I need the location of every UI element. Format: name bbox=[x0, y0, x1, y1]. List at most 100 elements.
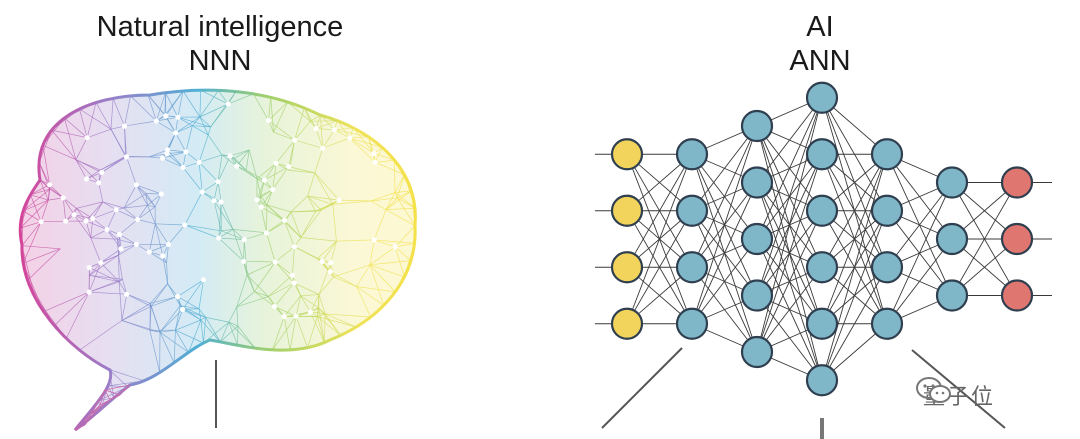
brain-edge bbox=[369, 264, 385, 306]
brain-edge bbox=[149, 303, 161, 333]
brain-node bbox=[121, 123, 128, 129]
brain-edge bbox=[73, 214, 92, 239]
brain-node bbox=[90, 216, 96, 222]
brain-edge bbox=[51, 129, 88, 139]
brain-node bbox=[286, 164, 292, 170]
brain-edge bbox=[49, 188, 64, 199]
brain-edge bbox=[49, 184, 64, 199]
brain-title: Natural intelligence NNN bbox=[30, 10, 410, 78]
brain-edge bbox=[245, 170, 258, 179]
brain-edge bbox=[185, 151, 200, 163]
brain-edge bbox=[307, 195, 333, 205]
brain-edge bbox=[106, 209, 117, 230]
brain-edge bbox=[177, 116, 193, 127]
ann-hidden-node bbox=[935, 222, 969, 256]
brain-edge bbox=[385, 197, 398, 210]
brain-edge bbox=[51, 129, 77, 160]
brain-edge bbox=[175, 117, 179, 133]
brain-edge bbox=[74, 214, 93, 219]
brain-edge bbox=[229, 149, 250, 157]
brain-edge bbox=[110, 129, 127, 158]
brain-node bbox=[104, 227, 110, 233]
brain-edge bbox=[272, 315, 297, 351]
ann-hidden-node bbox=[740, 335, 774, 369]
brain-edge bbox=[334, 129, 350, 139]
brain-edge bbox=[89, 262, 102, 276]
ann-edge bbox=[821, 154, 888, 324]
brain-edge bbox=[90, 237, 102, 263]
brain-edge bbox=[184, 224, 219, 239]
brain-edge bbox=[317, 313, 326, 317]
brain-edge bbox=[310, 294, 320, 313]
ann-hidden-node bbox=[935, 166, 969, 199]
ann-edge bbox=[691, 125, 758, 268]
brain-edge bbox=[266, 220, 285, 234]
brain-edge bbox=[318, 262, 332, 295]
brain-edge bbox=[324, 313, 326, 343]
brain-edge bbox=[124, 126, 127, 157]
ann-hidden-node bbox=[870, 251, 904, 284]
brain-edge bbox=[228, 321, 256, 349]
brain-edge bbox=[192, 116, 201, 126]
brain-edge bbox=[385, 209, 416, 227]
brain-tail-edge bbox=[104, 389, 121, 396]
brain-node bbox=[291, 280, 297, 286]
brain-edge bbox=[374, 239, 415, 244]
brain-edge bbox=[147, 193, 162, 206]
brain-node bbox=[71, 212, 77, 218]
brain-edge bbox=[315, 120, 338, 129]
brain-edge bbox=[256, 179, 265, 200]
brain-edge bbox=[254, 261, 276, 292]
brain-node bbox=[183, 149, 189, 155]
brain-edge bbox=[330, 271, 357, 287]
ann-edge bbox=[756, 266, 823, 353]
brain-edge bbox=[256, 163, 277, 179]
brain-edge bbox=[166, 262, 168, 284]
brain-edge bbox=[118, 255, 120, 282]
ann-title-line2: ANN bbox=[789, 45, 851, 77]
ann-input-node bbox=[610, 307, 644, 340]
brain-edge bbox=[314, 148, 324, 174]
brain-node bbox=[199, 189, 205, 195]
brain-tail-edge bbox=[74, 414, 91, 431]
ann-edge bbox=[821, 154, 888, 268]
brain-edge bbox=[118, 278, 123, 283]
brain-edge bbox=[307, 195, 322, 211]
brain-tail-edge bbox=[84, 404, 101, 426]
brain-node bbox=[163, 113, 169, 119]
brain-tail-edge bbox=[74, 424, 86, 431]
brain-edge bbox=[220, 201, 234, 230]
brain-edge bbox=[237, 325, 256, 349]
brain-edge bbox=[148, 153, 167, 158]
ann-hidden-node bbox=[740, 166, 774, 199]
brain-edge bbox=[124, 95, 131, 127]
brain-edge bbox=[274, 306, 297, 317]
brain-edge bbox=[218, 90, 229, 105]
brain-edge bbox=[284, 220, 302, 238]
watermark: 量子位 bbox=[915, 375, 1055, 415]
brain-node bbox=[241, 258, 247, 264]
brain-node bbox=[281, 217, 288, 223]
brain-edge bbox=[273, 101, 289, 133]
brain-node bbox=[180, 306, 186, 312]
brain-edge bbox=[394, 160, 412, 192]
brain-edge bbox=[236, 306, 239, 327]
brain-edge bbox=[325, 313, 371, 318]
brain-edge bbox=[175, 330, 189, 353]
ann-hidden-node bbox=[870, 138, 904, 171]
brain-node bbox=[180, 164, 186, 170]
brain-edge bbox=[236, 165, 258, 179]
brain-edge bbox=[266, 189, 274, 206]
brain-edge bbox=[317, 240, 337, 259]
brain-edge bbox=[274, 246, 295, 263]
brain-edge bbox=[256, 178, 262, 196]
ann-pointer-left bbox=[601, 347, 683, 429]
brain-node bbox=[124, 291, 130, 297]
ann-hidden-node bbox=[675, 307, 709, 340]
brain-edge bbox=[317, 316, 357, 328]
brain-edge bbox=[234, 149, 250, 159]
brain-edge bbox=[228, 306, 238, 323]
ann-hidden-node bbox=[740, 279, 774, 312]
brain-edge bbox=[369, 246, 396, 266]
brain-edge bbox=[100, 156, 127, 171]
